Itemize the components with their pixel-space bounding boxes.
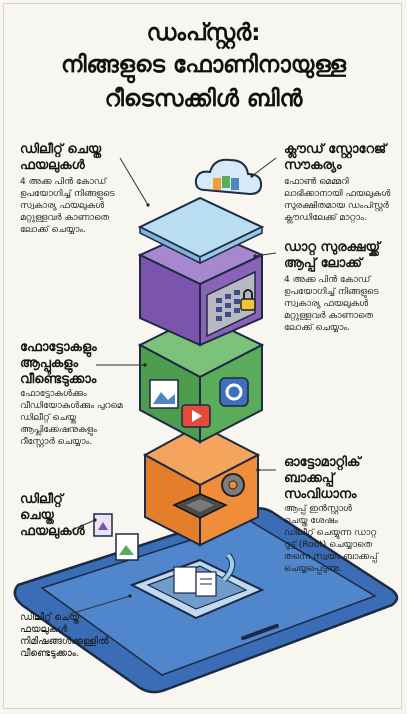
callout-restore-desc: ഡിലീറ്റ് ചെയ്ത ഫയലുകൾ നിമിഷങ്ങൾക്കുള്ളിൽ…: [20, 612, 109, 659]
callout-cloud-desc: ഫോൺ മെമ്മറി ലാഭിക്കാനായി ഫയലുകൾ സുരക്ഷിത…: [284, 177, 391, 223]
callout-app-lock-label: ഡാറ്റ സുരക്ഷയ്ക്ക് ആപ്പ് ലോക്ക്: [284, 240, 380, 271]
cloud-icon: [194, 158, 263, 196]
callout-backup-desc: ആപ്പ് ഇൻസ്റ്റാൾ ചെയ്ത ശേഷം ഡിലീറ്റ് ചെയ്…: [284, 504, 378, 574]
callout-deleted-files-desc: 4 അക്ക പിൻ കോഡ് ഉപയോഗിച്ച് നിങ്ങളുടെ സ്വ…: [20, 177, 115, 235]
title-line-1: ഡംപ്സ്റ്റർ:: [146, 20, 261, 46]
callout-app-lock-desc: 4 അക്ക പിൻ കോഡ് ഉപയോഗിച്ച് നിങ്ങളുടെ സ്വ…: [284, 275, 379, 333]
callout-photos-label: ഫോട്ടോകളും ആപ്പുകളും വീണ്ടെടുക്കാം: [20, 340, 97, 387]
title-line-2: നിങ്ങളുടെ ഫോണിനായുള്ള: [61, 52, 346, 78]
lid-layer: [137, 196, 265, 265]
gear-icon: [219, 377, 249, 407]
padlock-icon: [240, 289, 256, 311]
callout-deleted-files-mid-label: ഡിലീറ്റ് ചെയ്ത ഫയലുകൾ: [20, 492, 85, 539]
callout-connectors: [69, 157, 277, 615]
keypad-icon: [216, 290, 240, 321]
deleted-file-icons: [93, 513, 139, 561]
callout-photos-desc: ഫോട്ടോകൾക്കും വീഡിയോകൾക്കും പുറമെ ഡിലീറ്…: [20, 389, 123, 447]
title-line-3: റീടെസക്കിൾ ബിൻ: [104, 86, 303, 112]
callout-backup-label: ഓട്ടോമാറ്റിക് ബാക്കപ്പ് സംവിധാനം: [284, 455, 361, 502]
callout-deleted-files-label: ഡിലീറ്റ് ചെയ്ത ഫയലുകൾ: [20, 142, 102, 173]
image-icon: [173, 566, 197, 594]
backup-layer: [142, 423, 261, 547]
callout-cloud-label: ക്ലൗഡ് സ്റ്റോറേജ് സൗകര്യം: [284, 142, 387, 173]
gear-icon: [221, 473, 245, 497]
chip-icon: [172, 493, 228, 519]
